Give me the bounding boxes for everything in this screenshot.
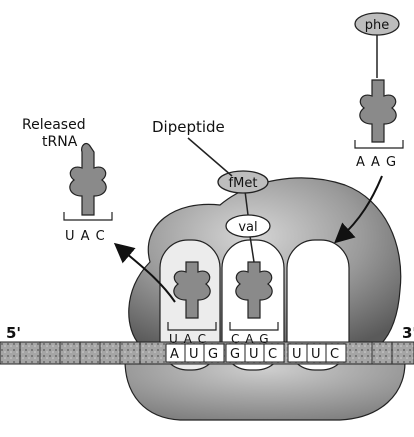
released-label-line1: Released <box>22 117 86 133</box>
dipeptide-pointer <box>188 138 232 176</box>
mrna-base-8: U <box>311 347 321 362</box>
p-site-anticodon: U A C <box>169 332 207 346</box>
mrna-bases: A U G G U C U U C <box>170 347 339 362</box>
released-anticodon: U A C <box>65 229 106 244</box>
phe-label: phe <box>365 18 390 33</box>
mrna-base-3: G <box>208 347 218 362</box>
three-prime-label: 3' <box>402 324 414 342</box>
val-label: val <box>238 220 257 235</box>
dipeptide-label: Dipeptide <box>152 118 225 136</box>
mrna-base-2: U <box>189 347 199 362</box>
mrna-base-1: A <box>170 347 179 362</box>
released-trna <box>70 144 106 215</box>
a-site-anticodon: C A G <box>231 332 270 346</box>
released-label-line2: tRNA <box>42 134 78 150</box>
mrna-base-7: U <box>292 347 302 362</box>
mrna-base-4: G <box>230 347 240 362</box>
incoming-trna <box>360 80 396 142</box>
mrna-base-9: C <box>330 347 339 362</box>
fmet-label: fMet <box>229 176 258 191</box>
mrna-base-5: U <box>249 347 259 362</box>
mrna-base-6: C <box>268 347 277 362</box>
five-prime-label: 5' <box>6 324 21 342</box>
incoming-anticodon: A A G <box>356 155 397 170</box>
